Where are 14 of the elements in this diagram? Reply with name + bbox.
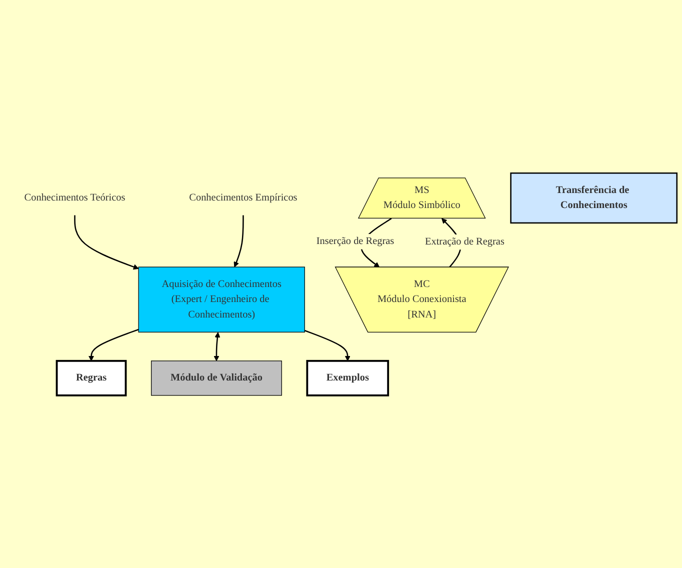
arrow <box>304 330 350 361</box>
node-box: Módulo de Validação <box>151 360 282 396</box>
node-text: Conhecimentos Teóricos <box>24 192 126 203</box>
edge-label: Inserção de Regras <box>316 236 394 247</box>
arrow <box>234 215 244 267</box>
node-box: Transferência de Conhecimentos <box>510 172 678 224</box>
edge-label: Extração de Regras <box>424 236 504 247</box>
node-box: Regras <box>56 360 127 396</box>
arrow <box>74 215 139 270</box>
arrow <box>214 332 220 361</box>
node-box: Aquisição de Conhecimentos (Expert / Engenheiro de Conhecimentos) <box>138 266 305 332</box>
node-text: Conhecimentos Empíricos <box>189 192 298 203</box>
node-box: Exemplos <box>306 360 390 396</box>
arrow <box>88 328 139 361</box>
